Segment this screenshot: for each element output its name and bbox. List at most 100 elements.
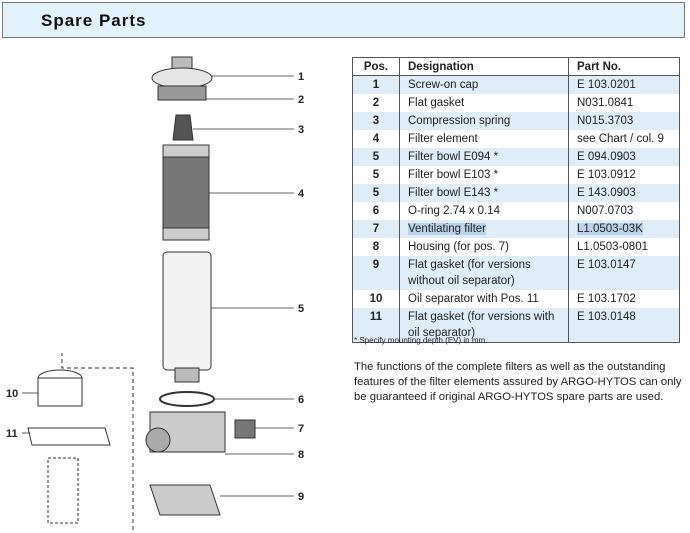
designation-cell: Filter bowl E143 * bbox=[399, 184, 569, 202]
table-row: 2 Flat gasket N031.0841 bbox=[353, 94, 680, 112]
pos-cell-text: 5 bbox=[372, 169, 380, 181]
pos-cell-text: 6 bbox=[372, 205, 380, 217]
designation-cell-text: Filter element bbox=[408, 133, 478, 145]
part-no-cell: see Chart / col. 9 bbox=[569, 130, 680, 148]
designation-cell: Ventilating filter bbox=[399, 220, 569, 238]
page-title: Spare Parts bbox=[41, 11, 147, 30]
col-part-no: Part No. bbox=[568, 57, 680, 76]
designation-cell: Flat gasket (for versions without oil se… bbox=[399, 256, 569, 290]
designation-cell-text: Flat gasket (for versions with oil separ… bbox=[408, 311, 555, 339]
designation-cell-text: Filter bowl E103 * bbox=[408, 169, 499, 181]
pos-cell-text: 1 bbox=[372, 79, 380, 91]
pos-cell-text: 5 bbox=[372, 151, 380, 163]
part-no-cell: L1.0503-03K bbox=[568, 220, 680, 238]
part-no-cell-text: N031.0841 bbox=[577, 97, 634, 109]
part-no-cell: E 094.0903 bbox=[568, 148, 680, 166]
callout-4: 4 bbox=[298, 188, 305, 200]
table-row: 7 Ventilating filter L1.0503-03K bbox=[352, 220, 680, 238]
pos-cell-text: 7 bbox=[372, 223, 380, 235]
pos-cell: 6 bbox=[353, 202, 400, 220]
pos-cell: 3 bbox=[352, 112, 400, 130]
designation-cell: Filter element bbox=[399, 130, 569, 148]
pos-cell-text: 11 bbox=[369, 311, 383, 323]
part-no-cell-text: L1.0503-03K bbox=[577, 223, 643, 235]
part-no-cell-text: E 103.1702 bbox=[577, 293, 636, 305]
designation-cell-text: Filter bowl E094 * bbox=[408, 151, 499, 163]
callout-1: 1 bbox=[298, 71, 304, 83]
pos-cell-text: 10 bbox=[369, 293, 383, 305]
pos-cell: 1 bbox=[352, 75, 400, 94]
part-no-cell: N015.3703 bbox=[568, 112, 680, 130]
part-no-cell-text: L1.0503-0801 bbox=[577, 241, 648, 253]
part-no-cell-text: E 103.0912 bbox=[577, 169, 636, 181]
pos-cell: 10 bbox=[353, 290, 400, 308]
designation-cell: Screw-on cap bbox=[399, 75, 569, 94]
ventilating-filter bbox=[234, 419, 256, 439]
table-row: 5 Filter bowl E103 * E 103.0912 bbox=[353, 166, 680, 184]
filter-bowl bbox=[162, 251, 212, 383]
designation-cell-text: Ventilating filter bbox=[408, 223, 486, 235]
table-row: 9 Flat gasket (for versions without oil s… bbox=[352, 256, 680, 290]
table-row: 1 Screw-on cap E 103.0201 bbox=[352, 75, 680, 94]
col-designation: Designation bbox=[399, 57, 569, 76]
part-no-cell-text: N007.0703 bbox=[577, 205, 634, 217]
table-row: 3 Compression spring N015.3703 bbox=[352, 112, 680, 130]
o-ring bbox=[159, 391, 215, 407]
designation-cell: Flat gasket bbox=[399, 94, 569, 112]
designation-cell-text: Oil separator with Pos. 11 bbox=[408, 293, 539, 305]
callout-5: 5 bbox=[298, 303, 304, 315]
screw-on-cap bbox=[151, 56, 213, 101]
designation-cell: O-ring 2.74 x 0.14 bbox=[399, 202, 569, 220]
callout-2: 2 bbox=[298, 94, 304, 106]
pos-cell: 7 bbox=[352, 220, 400, 238]
designation-cell-text: Housing (for pos. 7) bbox=[408, 241, 509, 253]
part-no-cell-text: E 103.0148 bbox=[577, 311, 636, 323]
compression-spring bbox=[172, 114, 194, 141]
designation-cell-text: Screw-on cap bbox=[408, 79, 479, 91]
callout-10: 10 bbox=[6, 388, 18, 400]
disclaimer-text: The functions of the complete filters as… bbox=[354, 361, 682, 403]
table-row: 10 Oil separator with Pos. 11 E 103.1702 bbox=[353, 290, 680, 308]
part-no-cell: N007.0703 bbox=[569, 202, 680, 220]
designation-cell-text: Flat gasket bbox=[408, 97, 465, 109]
oil-separator bbox=[27, 369, 111, 524]
designation-cell-text: Flat gasket (for versions without oil se… bbox=[408, 259, 531, 287]
callout-11: 11 bbox=[6, 428, 18, 440]
part-no-cell-text: E 103.0201 bbox=[577, 79, 636, 91]
designation-cell: Compression spring bbox=[399, 112, 569, 130]
part-no-cell-text: E 103.0147 bbox=[577, 259, 636, 271]
part-no-cell-text: see Chart / col. 9 bbox=[577, 133, 664, 145]
pos-cell-text: 4 bbox=[372, 133, 380, 145]
pos-cell-text: 5 bbox=[372, 187, 380, 199]
callout-3: 3 bbox=[298, 124, 304, 136]
table-row: 11 Flat gasket (for versions with oil sep… bbox=[352, 308, 680, 343]
callout-7: 7 bbox=[298, 423, 304, 435]
table-row: 5 Filter bowl E094 * E 094.0903 bbox=[352, 148, 680, 166]
pos-cell-text: 2 bbox=[372, 97, 380, 109]
part-no-cell-text: N015.3703 bbox=[577, 115, 634, 127]
pos-cell: 9 bbox=[352, 256, 400, 290]
pos-cell-text: 3 bbox=[372, 115, 380, 127]
pos-cell: 5 bbox=[352, 148, 400, 166]
filter-element bbox=[162, 144, 210, 241]
designation-cell: Filter bowl E103 * bbox=[399, 166, 569, 184]
designation-cell-text: O-ring 2.74 x 0.14 bbox=[408, 205, 501, 217]
part-no-cell: E 103.1702 bbox=[569, 290, 680, 308]
pos-cell: 4 bbox=[353, 130, 400, 148]
callout-9: 9 bbox=[298, 491, 304, 503]
callout-8: 8 bbox=[298, 449, 304, 461]
part-no-cell: E 143.0903 bbox=[568, 184, 680, 202]
designation-cell-text: Filter bowl E143 * bbox=[408, 187, 499, 199]
part-no-cell: L1.0503-0801 bbox=[569, 238, 680, 256]
designation-cell: Oil separator with Pos. 11 bbox=[399, 290, 569, 308]
pos-cell: 2 bbox=[353, 94, 400, 112]
part-no-cell: E 103.0148 bbox=[568, 308, 680, 343]
designation-cell: Housing (for pos. 7) bbox=[399, 238, 569, 256]
designation-cell-text: Compression spring bbox=[408, 115, 511, 127]
exploded-parts-diagram: 1 2 3 4 5 6 7 8 9 10 11 bbox=[6, 56, 305, 530]
pos-cell: 5 bbox=[353, 166, 400, 184]
part-no-cell-text: E 143.0903 bbox=[577, 187, 636, 199]
part-no-cell: E 103.0147 bbox=[568, 256, 680, 290]
footnote: * Specify mounting depth (EV) in mm bbox=[354, 336, 486, 345]
